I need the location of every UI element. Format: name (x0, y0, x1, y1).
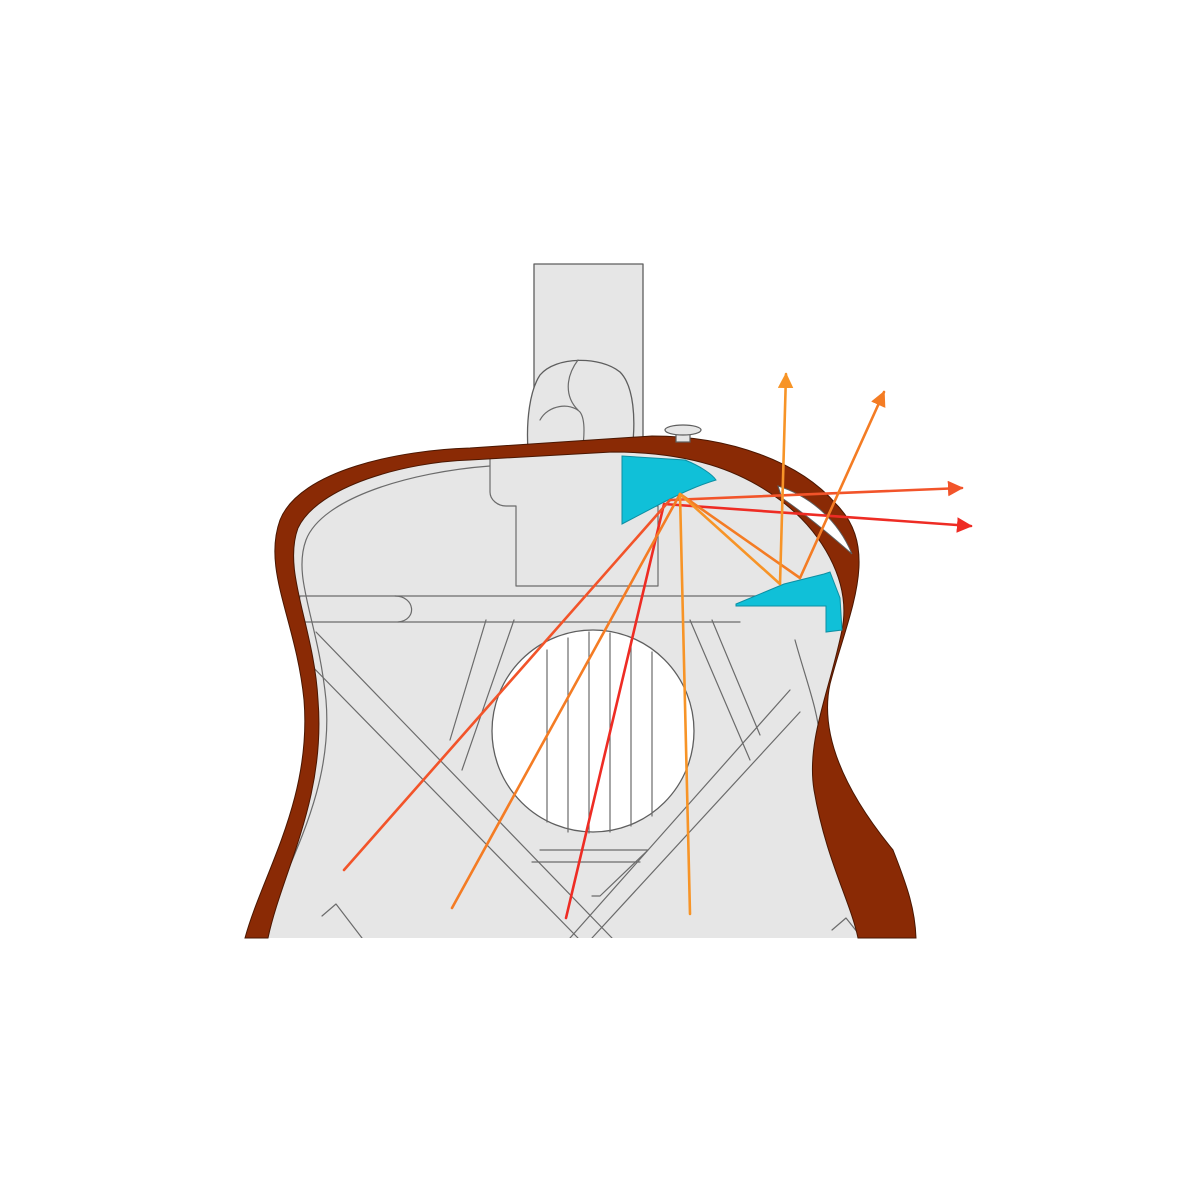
ray-red-1 (564, 502, 973, 920)
strap-button (664, 424, 702, 443)
ray-orange-1 (450, 390, 886, 910)
sound-rays (342, 372, 973, 920)
ray-red-orange-1 (342, 480, 964, 872)
neck-heel (526, 359, 635, 453)
body-rim (244, 435, 917, 939)
sound-hole (491, 629, 695, 834)
lower-reflector (735, 571, 843, 633)
ray-light-orange-1 (678, 372, 794, 916)
sound-hole-strings (546, 631, 653, 834)
